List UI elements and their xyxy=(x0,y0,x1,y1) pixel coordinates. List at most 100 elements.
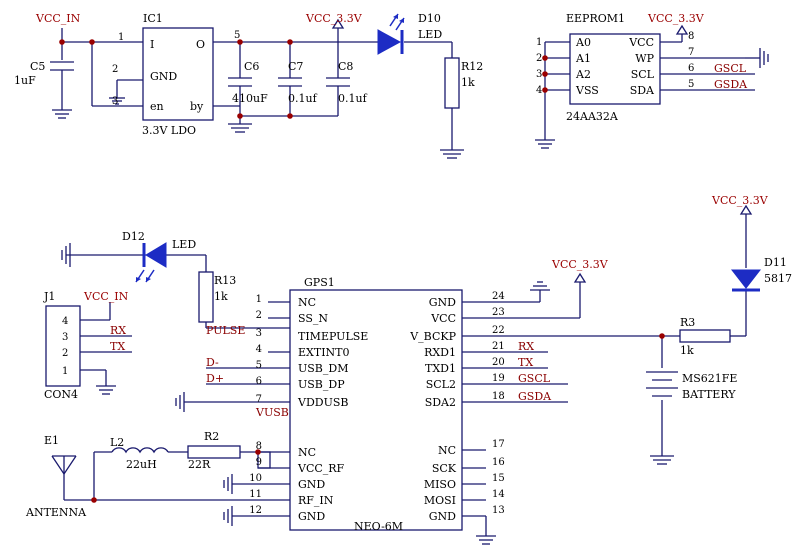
d11-diode-symbol xyxy=(730,269,762,292)
eeprom-pin-num: 1 xyxy=(536,37,542,48)
gps-ref: GPS1 xyxy=(304,276,335,289)
gps-pin-num: 7 xyxy=(256,394,262,405)
d11-ref: D11 xyxy=(764,256,787,269)
gps-pin-num: 8 xyxy=(256,441,262,452)
eeprom-part: 24AA32A xyxy=(566,110,619,123)
r2-value: 22R xyxy=(188,458,211,471)
d10-value: LED xyxy=(418,28,442,41)
c7-ref: C7 xyxy=(288,60,303,73)
ic1-ref: IC1 xyxy=(143,12,163,25)
gps-body xyxy=(94,281,680,545)
eeprom-ref: EEPROM1 xyxy=(566,12,625,25)
vcc-3v3-symbol xyxy=(331,18,345,29)
d10-ref: D10 xyxy=(418,12,441,25)
gps-pin-name: VCC_RF xyxy=(297,462,345,475)
r13-ref: R13 xyxy=(214,274,236,287)
gps-pin-name: GND xyxy=(429,296,456,309)
gps-pin-num: 1 xyxy=(256,294,262,305)
c5-ref: C5 xyxy=(30,60,45,73)
gps-net-label: D+ xyxy=(206,372,224,385)
gps-pin-num: 22 xyxy=(492,325,505,336)
gps-pin-num: 16 xyxy=(492,457,505,468)
battery-value: BATTERY xyxy=(682,388,736,401)
gps-pin-num: 13 xyxy=(492,505,505,516)
led-d12-symbol xyxy=(135,242,167,283)
gps-pin-name: V_BCKP xyxy=(409,330,456,343)
gps-pin-name: TXD1 xyxy=(425,362,456,375)
junctions-eeprom xyxy=(542,55,548,93)
gps-pin-name: SCL2 xyxy=(426,378,456,391)
gps-pin-num: 17 xyxy=(492,439,505,450)
r12-value: 1k xyxy=(461,76,475,89)
eeprom-pin-num: 3 xyxy=(536,69,542,80)
eeprom-net-label: GSCL xyxy=(714,62,747,75)
eeprom-pin-num: 7 xyxy=(688,47,694,58)
ic1-pin-en: en xyxy=(150,100,164,113)
gps-pin-num: 2 xyxy=(256,310,262,321)
gps-pin-name: SS_N xyxy=(298,312,328,325)
gps-pin-name: VCC xyxy=(430,312,456,325)
gps-pin-name: EXTINT0 xyxy=(298,346,350,359)
eeprom-pin-name: VSS xyxy=(575,84,599,97)
r13-value: 1k xyxy=(214,290,228,303)
d11-vcc-symbol xyxy=(739,204,753,215)
eeprom-pin-name: A0 xyxy=(575,36,591,49)
d12-value: LED xyxy=(172,238,196,251)
j1-pin-num: 3 xyxy=(62,332,68,343)
gps-pin-num: 19 xyxy=(492,373,505,384)
c5-value: 1uF xyxy=(14,74,36,87)
vcc-in-label: VCC_IN xyxy=(35,12,81,25)
gps-pin-num: 21 xyxy=(492,341,505,352)
j1-pin-num: 4 xyxy=(62,316,68,327)
gps-pin-name: GND xyxy=(298,478,325,491)
gps-pin-num: 10 xyxy=(249,473,262,484)
gps-pin-num: 12 xyxy=(249,505,262,516)
ic1-pin1-num: 1 xyxy=(118,32,124,43)
c8-ref: C8 xyxy=(338,60,353,73)
gps-pin-name: SCK xyxy=(432,462,457,475)
ic1-pin5-num: 5 xyxy=(234,30,240,41)
vcc-3v3-label-gps: VCC_3.3V xyxy=(551,258,609,271)
gps-pin-num: 9 xyxy=(256,457,262,468)
c7-value: 0.1uf xyxy=(288,92,318,105)
gps-pin-name: NC xyxy=(298,296,316,309)
gps-net-label: VUSB xyxy=(255,406,289,419)
gps-pin-num: 6 xyxy=(256,376,262,387)
antenna-value: ANTENNA xyxy=(25,506,87,519)
j1-net-label: RX xyxy=(110,324,126,337)
gps-part: NEO-6M xyxy=(354,520,403,533)
ic1-pin-i: I xyxy=(150,38,154,51)
r2-ref: R2 xyxy=(204,430,219,443)
l2-ref: L2 xyxy=(110,436,124,449)
ic1-pin3-num: 3 xyxy=(112,96,118,107)
gps-pin-name: RXD1 xyxy=(424,346,456,359)
gps-pin-num: 18 xyxy=(492,391,505,402)
ic1-pin-o: O xyxy=(196,38,205,51)
ic1-pin-gnd: GND xyxy=(150,70,177,83)
gps-pin-name: VDDUSB xyxy=(297,396,348,409)
gps-vcc-symbol xyxy=(573,272,587,283)
eeprom-net-label: GSDA xyxy=(714,78,748,91)
j1-section xyxy=(45,302,132,395)
gps-pin-num: 11 xyxy=(249,489,262,500)
eeprom-pin-name: SDA xyxy=(630,84,655,97)
antenna-section xyxy=(51,445,241,501)
gps-pin-num: 24 xyxy=(492,291,505,302)
backup-battery-section xyxy=(646,214,747,465)
gps-pin-name: RF_IN xyxy=(298,494,334,507)
eeprom-pin-name: A1 xyxy=(575,52,591,65)
c6-ref: C6 xyxy=(244,60,259,73)
gps-pin-name: GND xyxy=(298,510,325,523)
gps-pin-num: 5 xyxy=(256,360,262,371)
eeprom-pin-num: 8 xyxy=(688,31,694,42)
gps-pin-name: NC xyxy=(298,446,316,459)
ic1-pin2-num: 2 xyxy=(112,64,118,75)
eeprom-pin-num: 4 xyxy=(536,85,542,96)
c6-value: 410uF xyxy=(232,92,268,105)
gps-pin-num: 15 xyxy=(492,473,505,484)
gps-pin-num: 23 xyxy=(492,307,505,318)
gps-pin-name: SDA2 xyxy=(425,396,456,409)
gps-net-label: GSCL xyxy=(518,372,551,385)
